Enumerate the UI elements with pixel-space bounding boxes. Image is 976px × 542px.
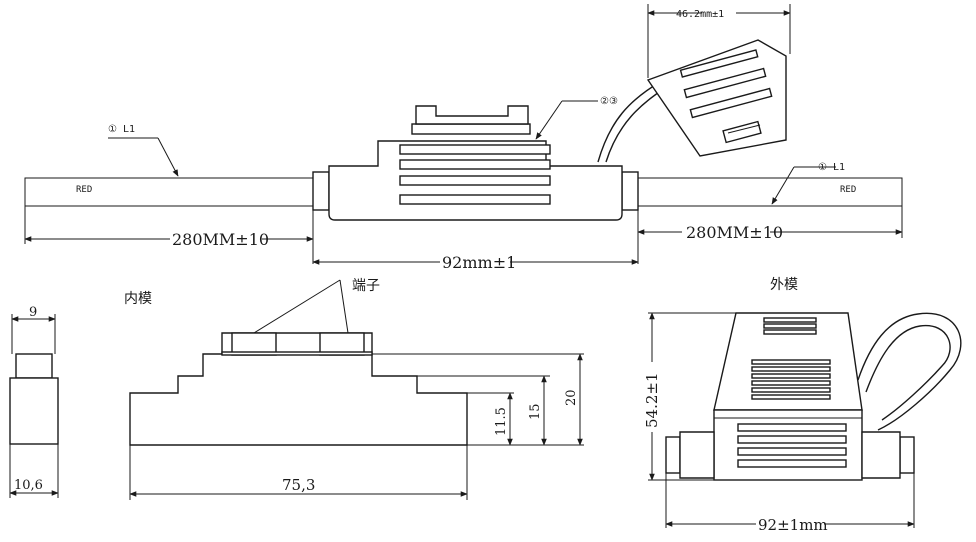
- outer-mold-view: 外模 54.2±1: [643, 277, 962, 534]
- inner-mold-height-mid: 15: [528, 403, 543, 420]
- grip-slot: [399, 159, 551, 170]
- fuse-cap: [646, 39, 787, 157]
- outer-mold-left-boot: [665, 436, 681, 474]
- inner-mold-title: 内模: [124, 291, 152, 307]
- inner-mold-width-top: 9: [29, 305, 37, 320]
- inner-mold-length: 75,3: [282, 476, 315, 494]
- right-wire-length-dimension: 280MM±10: [686, 223, 783, 242]
- outer-mold-title: 外模: [770, 277, 798, 293]
- outer-mold-height: 54.2±1: [643, 372, 661, 428]
- inner-mold-end-top: [15, 353, 53, 379]
- inner-mold-height-total: 20: [564, 389, 579, 406]
- right-wire: [637, 177, 903, 207]
- terminal-label: 端子: [352, 278, 380, 294]
- fuse-top-blade: [415, 105, 529, 125]
- left-wire-boot: [312, 171, 330, 211]
- left-wire-length-dimension: 280MM±10: [172, 230, 269, 249]
- inner-mold-end-bottom: [9, 377, 59, 445]
- left-wire-callout: ① L1: [108, 124, 135, 135]
- terminal-base: [221, 351, 373, 356]
- inner-mold-height-small: 11.5: [494, 407, 509, 436]
- right-wire-boot: [621, 171, 639, 211]
- outer-mold-body: [713, 409, 863, 481]
- top-assembly-view: RED RED: [24, 4, 903, 272]
- inner-mold-width-bottom: 10,6: [14, 478, 43, 493]
- outer-mold-strap: [857, 312, 962, 431]
- inner-mold-view: 内模 9 10,6 端子 75,3 11.5 15: [9, 278, 584, 500]
- grip-slot: [399, 194, 551, 205]
- left-wire: [24, 177, 314, 207]
- body-length-dimension: 92mm±1: [442, 253, 516, 272]
- inner-mold-body: [129, 332, 468, 446]
- right-wire-color-label: RED: [840, 185, 856, 195]
- outer-mold-right-boot: [899, 436, 915, 474]
- cap-strap: [597, 81, 661, 163]
- outer-mold-length: 92±1mm: [758, 516, 828, 534]
- grip-slot: [399, 175, 551, 186]
- body-callout: ②③: [600, 96, 618, 107]
- grip-slot: [399, 144, 551, 155]
- fuse-top-band: [411, 123, 531, 135]
- right-wire-callout: ① L1: [818, 162, 845, 173]
- cap-width-dimension: 46.2mm±1: [676, 9, 724, 20]
- left-wire-color-label: RED: [76, 185, 92, 195]
